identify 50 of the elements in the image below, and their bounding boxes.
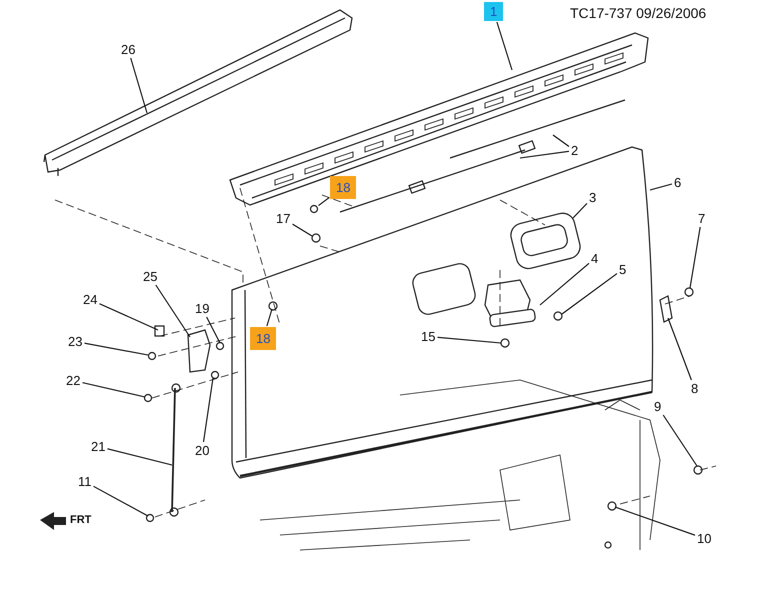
- leader-line: [107, 448, 172, 466]
- leader-line: [437, 336, 502, 344]
- leader-line: [520, 150, 570, 159]
- leader-line: [155, 284, 190, 338]
- leader-line: [84, 342, 148, 356]
- leader-line: [650, 183, 672, 191]
- leader-line: [206, 316, 220, 344]
- screw: [310, 204, 318, 214]
- leader-line: [82, 382, 146, 398]
- leader-line: [292, 224, 312, 236]
- leader-line: [130, 58, 148, 114]
- callout-number: 25: [142, 269, 158, 284]
- leader-line: [572, 203, 588, 218]
- callout-number: 10: [696, 531, 712, 546]
- callout-number: 6: [673, 175, 682, 190]
- callout-number: 4: [590, 251, 600, 266]
- callout-number: 3: [588, 190, 598, 205]
- callout-number: 22: [65, 373, 82, 388]
- direction-label: FRT: [70, 514, 92, 526]
- leader-line: [614, 506, 696, 536]
- callout-number: 20: [194, 443, 210, 458]
- callout-number: 18: [250, 327, 276, 350]
- callout-number: 19: [194, 301, 210, 316]
- leader-line: [202, 378, 214, 442]
- leader-line: [667, 318, 692, 380]
- callout-number: 17: [275, 211, 292, 226]
- callout-number: 26: [120, 42, 136, 57]
- leader-line: [689, 226, 701, 288]
- leader-line: [318, 197, 330, 206]
- callout-number: 8: [690, 381, 700, 396]
- leader-line: [662, 414, 698, 466]
- callout-number: 23: [67, 334, 84, 349]
- leader-line: [496, 22, 513, 70]
- callout-number: 15: [420, 329, 436, 344]
- leader-line: [552, 134, 570, 147]
- callout-number: 5: [618, 262, 628, 277]
- callout-number: 7: [697, 211, 706, 226]
- leader-line: [99, 303, 158, 330]
- leader-line: [93, 486, 148, 516]
- leader-line: [562, 273, 618, 314]
- callout-number: 9: [653, 399, 662, 414]
- callout-number: 1: [484, 2, 504, 21]
- callout-number: 21: [90, 439, 106, 454]
- callout-number: 11: [77, 474, 92, 489]
- callout-number: 2: [570, 143, 580, 158]
- drawing-reference-text: TC17-737 09/26/2006: [570, 5, 706, 21]
- callout-number: 18: [330, 176, 356, 199]
- leader-line: [540, 262, 590, 306]
- leader-line: [266, 308, 273, 326]
- callout-number: 24: [82, 292, 98, 307]
